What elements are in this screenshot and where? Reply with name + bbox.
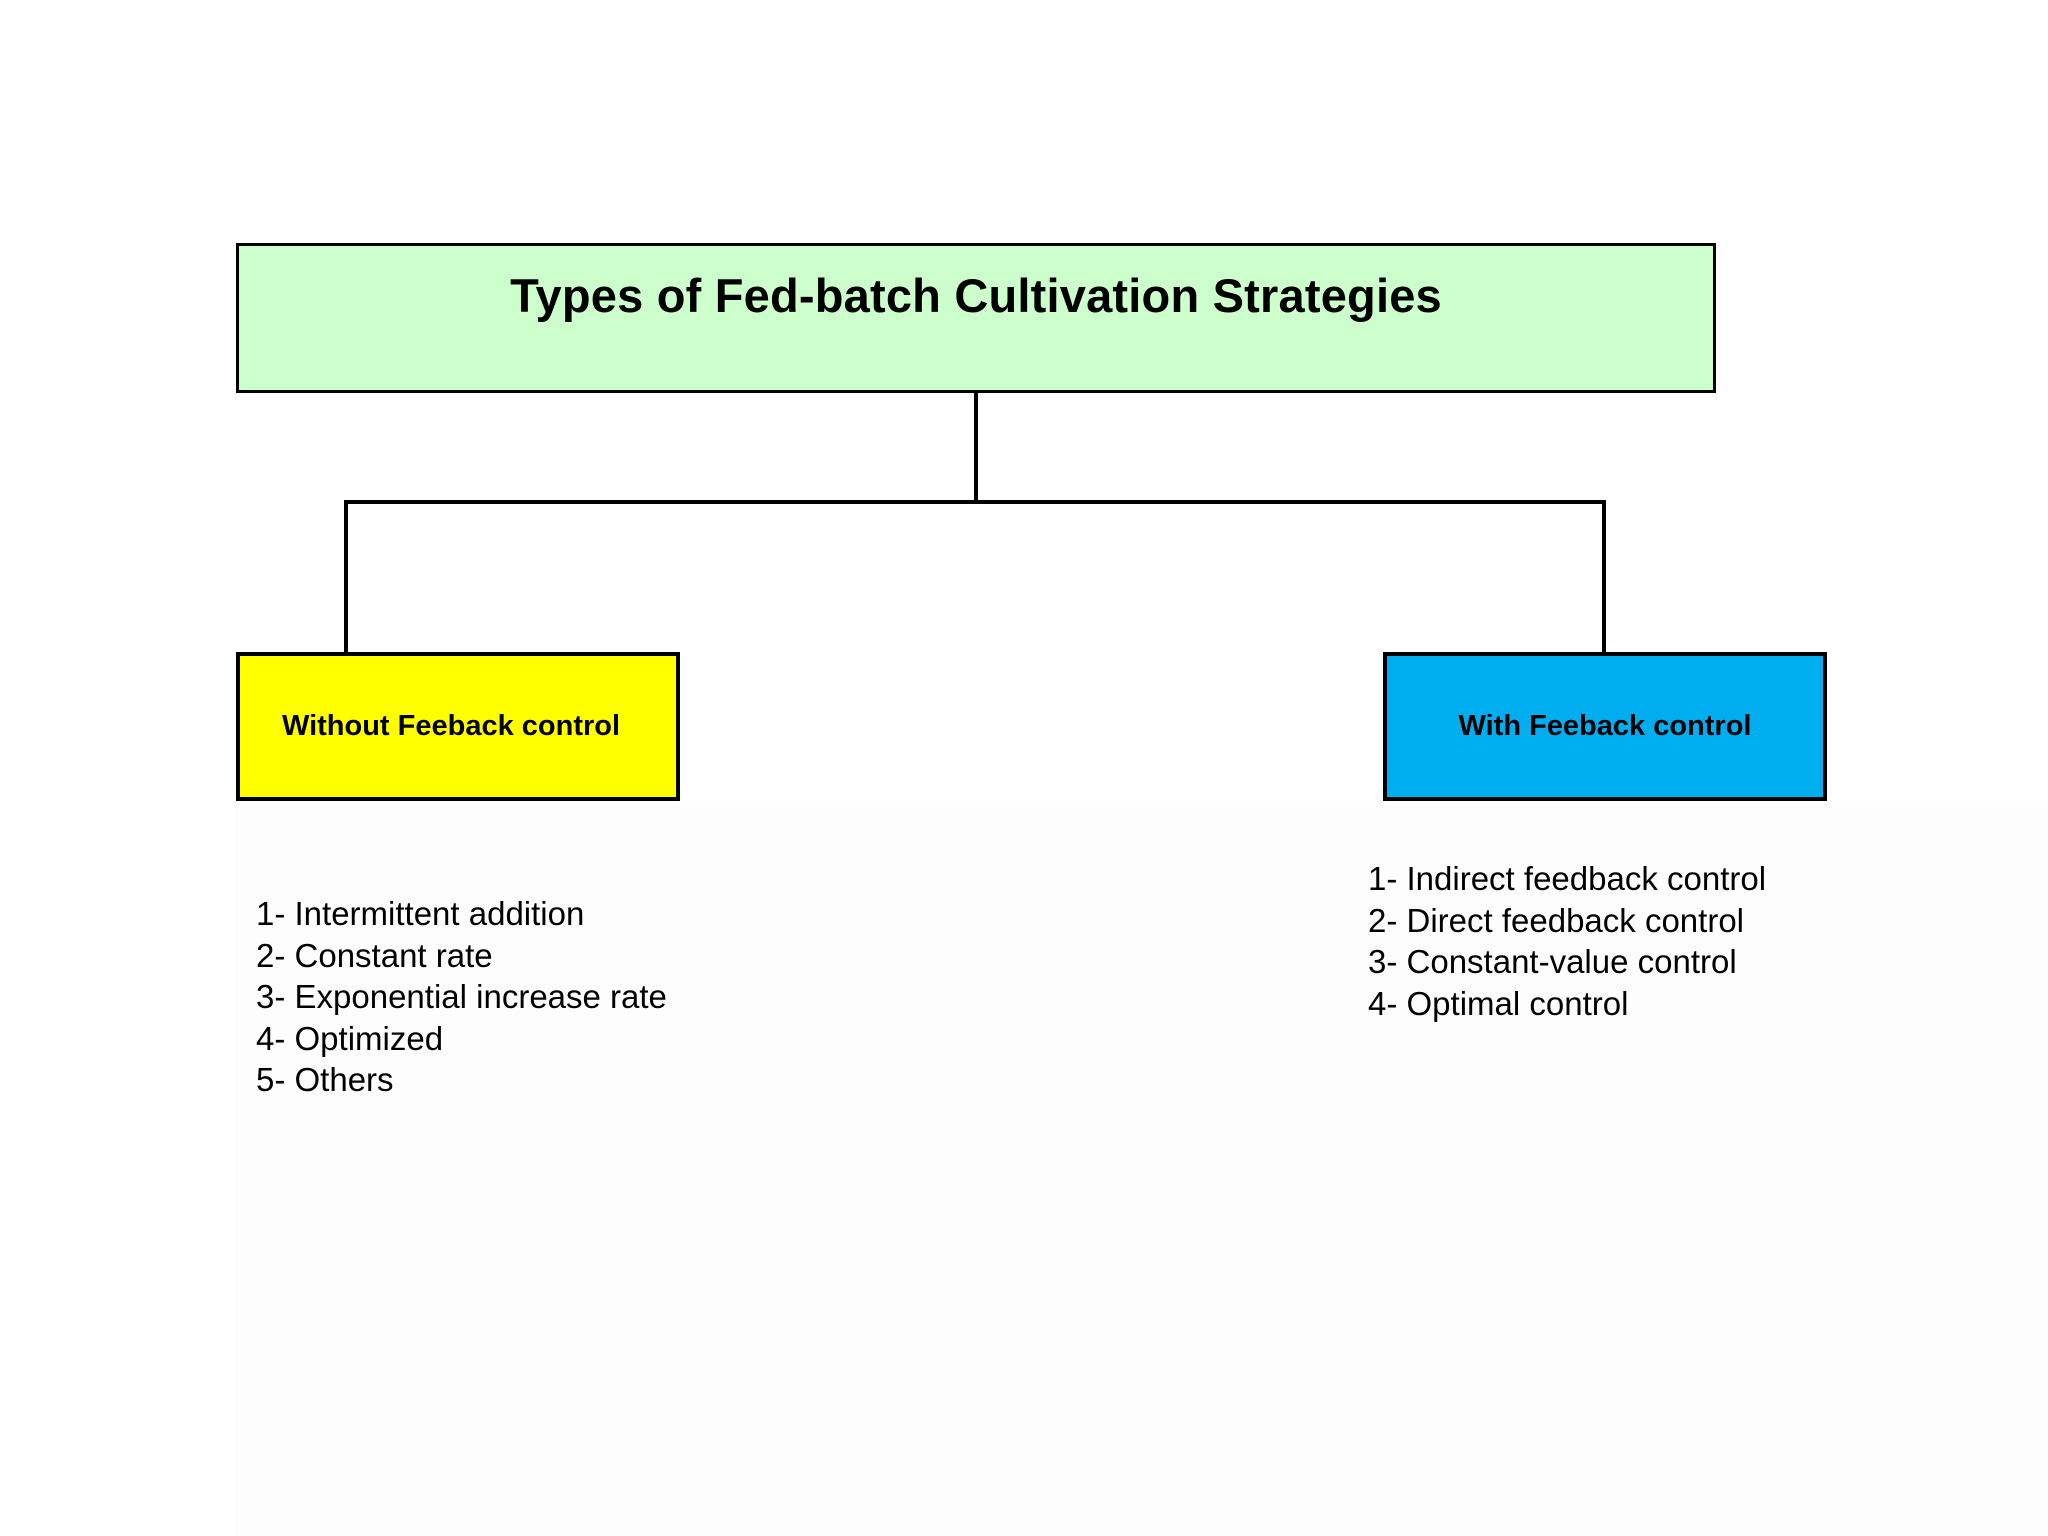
list-item: 4- Optimal control xyxy=(1368,984,1629,1022)
connector-stem-vertical xyxy=(974,392,978,504)
node-with-feedback-control-label: With Feeback control xyxy=(1458,709,1752,742)
connector-drop-right xyxy=(1602,500,1606,654)
list-item: 3- Exponential increase rate xyxy=(256,978,667,1015)
node-without-feedback-control: Without Feeback control xyxy=(236,652,680,801)
node-without-feedback-control-label: Without Feeback control xyxy=(281,709,621,742)
list-item: 1- Indirect feedback control xyxy=(1368,860,1767,897)
list-item: 3- Constant-value control xyxy=(1368,943,1737,980)
list-with-feedback-control: 1- Indirect feedback control 2- Direct f… xyxy=(1368,858,1766,1024)
list-item: 2- Direct feedback control xyxy=(1368,901,1745,939)
node-with-feedback-control: With Feeback control xyxy=(1383,652,1827,801)
list-item: 1- Intermittent addition xyxy=(256,895,585,932)
list-item: 2- Constant rate xyxy=(256,936,493,974)
list-item: 5- Others xyxy=(256,1061,394,1098)
node-title-strategies: Types of Fed-batch Cultivation Strategie… xyxy=(236,243,1716,393)
node-title-label: Types of Fed-batch Cultivation Strategie… xyxy=(510,269,1442,323)
connector-drop-left xyxy=(344,500,348,654)
list-without-feedback-control: 1- Intermittent addition 2- Constant rat… xyxy=(256,893,667,1101)
list-item: 4- Optimized xyxy=(256,1019,444,1057)
connector-horizontal-bus xyxy=(344,500,1606,504)
background-panel xyxy=(236,806,2048,1536)
